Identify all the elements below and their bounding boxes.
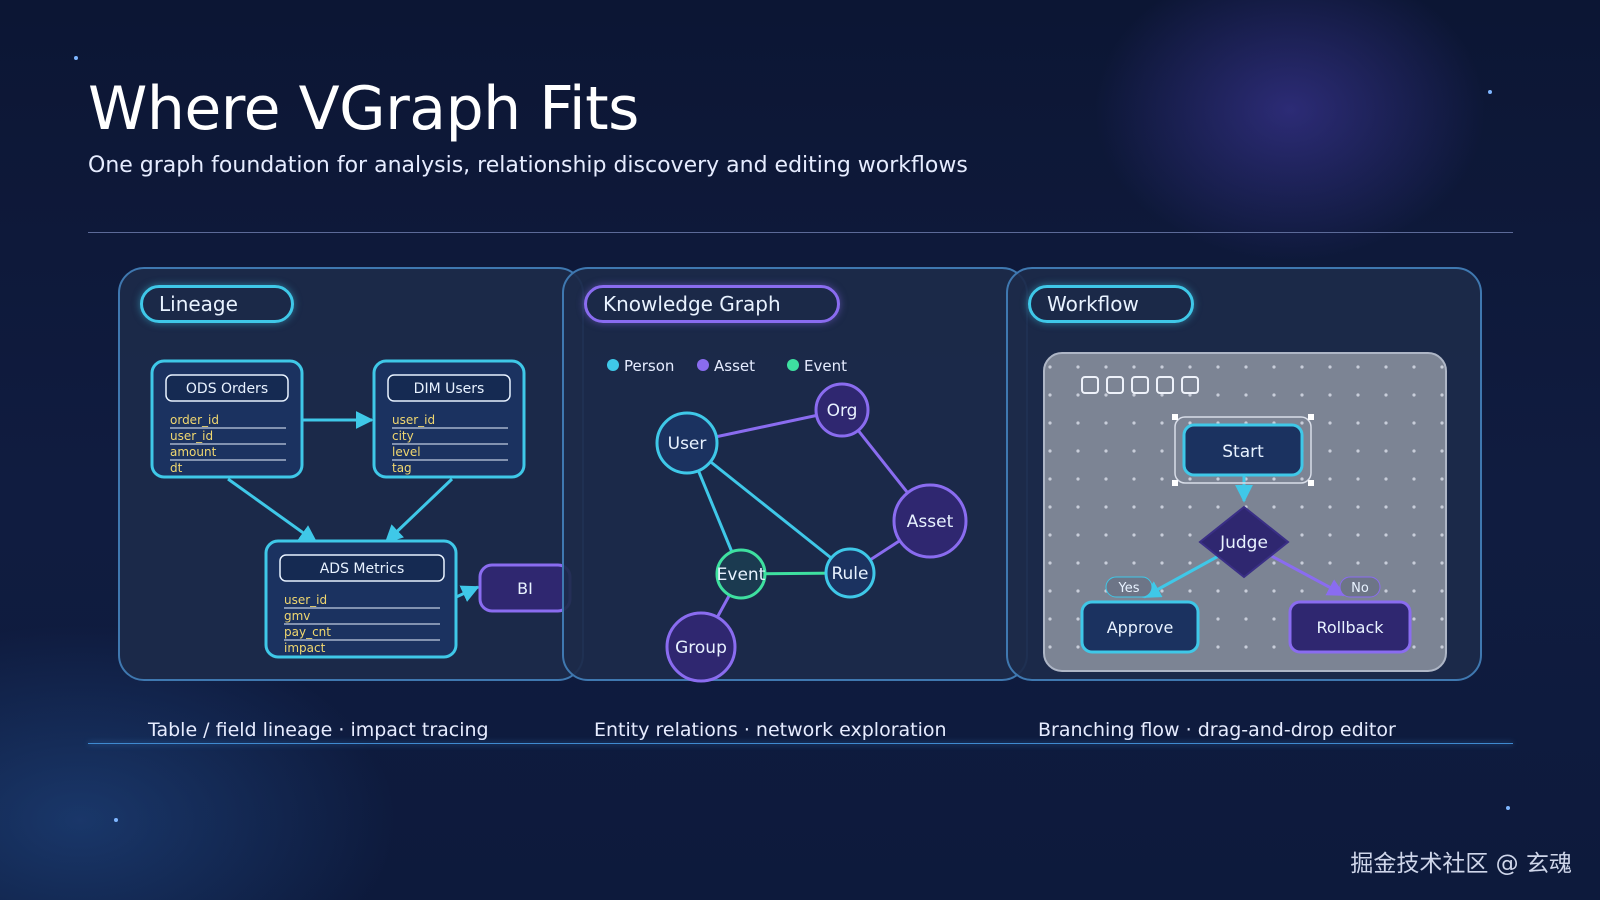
selection-handle[interactable] <box>1308 480 1314 486</box>
edge-judge-rollback <box>1265 551 1346 597</box>
bottom-divider <box>88 743 1513 744</box>
edge-ads-bi <box>453 585 480 602</box>
node-event[interactable]: Event <box>715 548 767 600</box>
legend-label-event: Event <box>804 357 847 375</box>
field: city <box>392 429 414 443</box>
bi-label: BI <box>517 579 533 598</box>
node-user[interactable]: User <box>655 411 719 475</box>
lineage-panel: Lineage ODS Orders order_id user_id amou… <box>118 267 584 681</box>
watermark: 掘金技术社区 @ 玄魂 <box>1350 851 1572 877</box>
table-dim-users[interactable]: DIM Users user_id city level tag <box>372 359 526 479</box>
edge-judge-approve <box>1142 551 1225 599</box>
star-dot <box>1506 806 1510 810</box>
field: user_id <box>392 413 435 427</box>
lineage-diagram: ODS Orders order_id user_id amount dt DI… <box>150 359 572 659</box>
field: gmv <box>284 609 310 623</box>
node-judge-label: Judge <box>1219 533 1268 553</box>
knowledge-graph-panel: Knowledge Graph Person Asset Event User … <box>562 267 1028 683</box>
field: user_id <box>284 593 327 607</box>
node-start[interactable]: Start <box>1182 423 1304 477</box>
workflow-label: Workflow <box>1028 285 1194 323</box>
node-org-label: Org <box>827 401 858 421</box>
selection-handle[interactable] <box>1172 480 1178 486</box>
knowledge-graph-label: Knowledge Graph <box>584 285 840 323</box>
editor-toolbar <box>1081 376 1199 394</box>
node-org[interactable]: Org <box>814 382 870 438</box>
edge-dim-ads <box>384 477 454 544</box>
field: user_id <box>170 429 213 443</box>
star-dot <box>1488 90 1492 94</box>
star-dot <box>74 56 78 60</box>
knowledge-graph-diagram: Person Asset Event User Org Asset Rul <box>607 357 968 683</box>
node-asset[interactable]: Asset <box>892 483 968 559</box>
tool-button[interactable] <box>1081 376 1099 394</box>
legend-swatch-person <box>607 359 619 371</box>
tool-button[interactable] <box>1181 376 1199 394</box>
field: amount <box>170 445 217 459</box>
selection-handle[interactable] <box>1172 414 1178 420</box>
lineage-caption: Table / field lineage · impact tracing <box>148 719 489 741</box>
selection-handle[interactable] <box>1308 414 1314 420</box>
knowledge-graph-caption: Entity relations · network exploration <box>594 719 947 741</box>
field: level <box>392 445 421 459</box>
top-divider <box>88 232 1513 233</box>
field: order_id <box>170 413 219 427</box>
node-judge[interactable]: Judge <box>1198 505 1290 579</box>
field: dt <box>170 461 183 475</box>
node-rollback[interactable]: Rollback <box>1288 600 1412 654</box>
legend-label-person: Person <box>624 357 674 375</box>
edge-ods-ads <box>227 477 318 544</box>
legend-swatch-asset <box>697 359 709 371</box>
workflow-editor: Start Judge Yes No Approve Rollback <box>1043 352 1447 672</box>
node-rollback-label: Rollback <box>1316 618 1384 637</box>
page-subtitle: One graph foundation for analysis, relat… <box>88 153 968 178</box>
edge-label-no-text: No <box>1351 581 1369 596</box>
edge-label-no: No <box>1339 576 1381 598</box>
legend-label-asset: Asset <box>714 357 755 375</box>
table-name: ADS Metrics <box>320 561 405 577</box>
field: pay_cnt <box>284 625 331 639</box>
legend-swatch-event <box>787 359 799 371</box>
table-name: DIM Users <box>414 381 485 397</box>
field: tag <box>392 461 412 475</box>
node-approve[interactable]: Approve <box>1080 600 1200 654</box>
tool-button[interactable] <box>1131 376 1149 394</box>
node-group[interactable]: Group <box>665 611 737 683</box>
lineage-label: Lineage <box>140 285 294 323</box>
edge-label-yes-text: Yes <box>1118 581 1140 596</box>
star-dot <box>114 818 118 822</box>
node-rule[interactable]: Rule <box>824 547 876 599</box>
page-title: Where VGraph Fits <box>88 74 639 144</box>
node-start-label: Start <box>1222 442 1264 462</box>
table-name: ODS Orders <box>186 381 268 397</box>
node-rule-label: Rule <box>831 564 868 584</box>
selection-frame <box>1174 416 1312 484</box>
tool-button[interactable] <box>1106 376 1124 394</box>
edge-label-yes: Yes <box>1105 576 1153 598</box>
node-user-label: User <box>668 434 707 454</box>
field: impact <box>284 641 326 655</box>
legend: Person Asset Event <box>607 357 847 375</box>
table-ads-metrics[interactable]: ADS Metrics user_id gmv pay_cnt impact <box>264 539 458 659</box>
bi-node[interactable]: BI <box>478 563 572 613</box>
table-ods-orders[interactable]: ODS Orders order_id user_id amount dt <box>150 359 304 479</box>
node-asset-label: Asset <box>907 512 954 532</box>
edge-user-rule <box>686 441 851 575</box>
workflow-caption: Branching flow · drag-and-drop editor <box>1038 719 1396 741</box>
workflow-panel: Workflow <box>1006 267 1482 681</box>
tool-button[interactable] <box>1156 376 1174 394</box>
node-group-label: Group <box>675 638 727 658</box>
node-approve-label: Approve <box>1107 618 1174 637</box>
node-event-label: Event <box>717 565 766 585</box>
